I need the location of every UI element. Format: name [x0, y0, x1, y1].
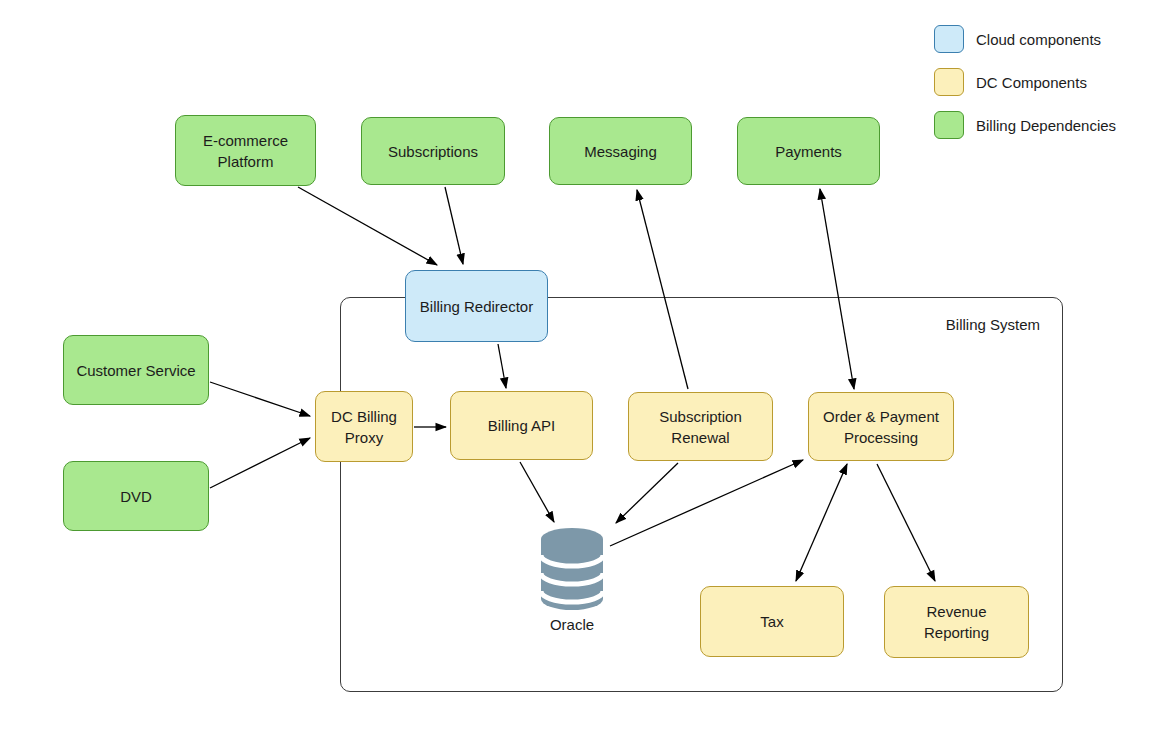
legend-label-cloud: Cloud components	[976, 31, 1101, 48]
legend-item-dependencies: Billing Dependencies	[934, 111, 1116, 139]
node-tax: Tax	[700, 586, 844, 657]
node-billing-api: Billing API	[450, 391, 593, 460]
node-revenue-reporting-label: Revenue Reporting	[924, 601, 989, 643]
legend-swatch-dependencies	[934, 111, 964, 139]
node-revenue-reporting: Revenue Reporting	[884, 586, 1029, 658]
node-dc-billing-proxy-label: DC Billing Proxy	[331, 406, 397, 448]
legend-label-dc: DC Components	[976, 74, 1087, 91]
node-ecommerce-platform: E-commerce Platform	[175, 115, 316, 186]
node-customer-service: Customer Service	[63, 335, 209, 405]
node-messaging: Messaging	[549, 117, 692, 185]
legend-swatch-dc	[934, 68, 964, 96]
node-dc-billing-proxy: DC Billing Proxy	[315, 391, 413, 462]
node-payments-label: Payments	[775, 141, 842, 162]
legend-item-dc: DC Components	[934, 68, 1116, 96]
database-icon	[539, 527, 605, 611]
legend-swatch-cloud	[934, 25, 964, 53]
node-subscription-renewal: Subscription Renewal	[628, 392, 773, 461]
edge-ecommerce_platform-to-billing_redirector	[298, 187, 437, 265]
node-billing-redirector-label: Billing Redirector	[420, 296, 533, 317]
node-subscription-renewal-label: Subscription Renewal	[659, 406, 742, 448]
node-messaging-label: Messaging	[584, 141, 657, 162]
oracle-label: Oracle	[536, 616, 608, 633]
node-subscriptions-label: Subscriptions	[388, 141, 478, 162]
node-customer-service-label: Customer Service	[76, 360, 195, 381]
legend-item-cloud: Cloud components	[934, 25, 1116, 53]
legend: Cloud components DC Components Billing D…	[934, 25, 1116, 139]
edge-dvd-to-dc_billing_proxy	[210, 438, 310, 488]
node-tax-label: Tax	[760, 611, 783, 632]
node-order-payment-processing-label: Order & Payment Processing	[823, 406, 939, 448]
legend-label-dependencies: Billing Dependencies	[976, 117, 1116, 134]
node-order-payment-processing: Order & Payment Processing	[808, 392, 954, 461]
oracle-database: Oracle	[536, 527, 608, 633]
node-billing-api-label: Billing API	[488, 415, 556, 436]
node-dvd-label: DVD	[120, 486, 152, 507]
node-ecommerce-platform-label: E-commerce Platform	[203, 130, 288, 172]
node-payments: Payments	[737, 117, 880, 185]
edge-customer_service-to-dc_billing_proxy	[210, 382, 310, 416]
node-subscriptions: Subscriptions	[361, 117, 505, 185]
node-dvd: DVD	[63, 461, 209, 531]
edge-subscriptions-to-billing_redirector	[445, 187, 463, 264]
node-billing-redirector: Billing Redirector	[405, 270, 548, 342]
billing-system-label: Billing System	[946, 316, 1040, 333]
